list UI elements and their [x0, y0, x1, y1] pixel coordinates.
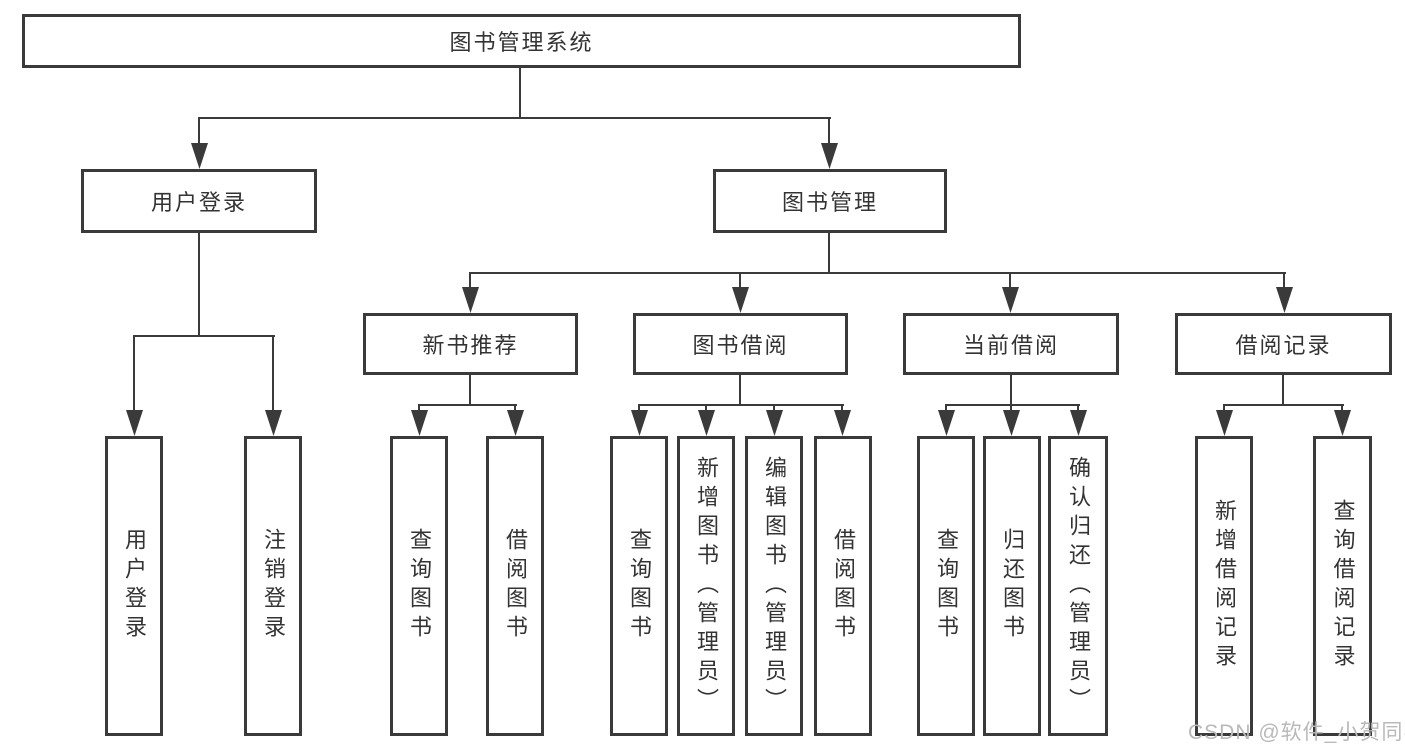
- connector-line: [1223, 404, 1344, 406]
- node-current-borrow: 当前借阅: [903, 313, 1119, 375]
- node-label: 当前借阅: [962, 333, 1059, 358]
- node-label: 查询图书: [407, 528, 432, 644]
- node-leaf-query-books: 查询图书: [917, 436, 975, 736]
- arrow-down-icon: [411, 410, 428, 436]
- node-leaf-confirm-return-admin: 确认归还（管理员）: [1048, 436, 1108, 736]
- connector-line: [773, 404, 775, 414]
- connector-line: [1282, 374, 1284, 405]
- node-leaf-query-borrow-record: 查询借阅记录: [1313, 436, 1372, 736]
- arrow-down-icon: [126, 410, 143, 436]
- node-label: 图书管理: [781, 190, 878, 215]
- arrow-down-icon: [462, 287, 479, 313]
- node-label: 查询借阅记录: [1330, 499, 1356, 673]
- connector-line: [638, 404, 640, 414]
- connector-line: [133, 336, 135, 412]
- connector-line: [198, 117, 831, 119]
- arrow-down-icon: [834, 410, 851, 436]
- node-label: 注销登录: [261, 528, 286, 644]
- connector-line: [469, 374, 471, 405]
- node-label: 借阅图书: [831, 528, 856, 644]
- node-leaf-query-books: 查询图书: [390, 436, 448, 736]
- arrow-down-icon: [698, 410, 715, 436]
- node-label: 图书管理系统: [449, 30, 594, 55]
- node-borrow-record: 借阅记录: [1175, 313, 1392, 375]
- connector-line: [469, 273, 471, 289]
- arrow-down-icon: [631, 410, 648, 436]
- connector-line: [828, 118, 830, 145]
- connector-line: [198, 233, 200, 336]
- node-leaf-add-borrow-record: 新增借阅记录: [1195, 436, 1253, 736]
- arrow-down-icon: [1276, 287, 1293, 313]
- node-label: 编辑图书（管理员）: [762, 455, 787, 717]
- connector-line: [469, 272, 1286, 274]
- connector-line: [1283, 273, 1285, 289]
- arrow-down-icon: [1334, 410, 1351, 436]
- node-label: 借阅图书: [503, 528, 528, 644]
- arrow-down-icon: [265, 410, 282, 436]
- node-leaf-return-books: 归还图书: [983, 436, 1041, 736]
- arrow-down-icon: [1002, 287, 1019, 313]
- connector-line: [1341, 404, 1343, 414]
- node-new-book-recommend: 新书推荐: [363, 313, 578, 375]
- connector-line: [705, 404, 707, 414]
- node-leaf-user-login: 用户登录: [105, 436, 163, 736]
- connector-line: [739, 374, 741, 405]
- connector-line: [1009, 273, 1011, 289]
- node-leaf-query-books: 查询图书: [610, 436, 668, 736]
- node-user-login: 用户登录: [81, 169, 317, 233]
- node-library-management-system: 图书管理系统: [22, 14, 1021, 68]
- node-label: 查询图书: [627, 528, 652, 644]
- node-leaf-logout: 注销登录: [244, 436, 302, 736]
- arrow-down-icon: [821, 143, 838, 169]
- node-label: 借阅记录: [1235, 333, 1332, 358]
- connector-line: [1077, 404, 1079, 414]
- arrow-down-icon: [938, 410, 955, 436]
- node-label: 新书推荐: [422, 333, 519, 358]
- connector-line: [519, 68, 521, 118]
- node-label: 查询图书: [934, 528, 959, 644]
- connector-line: [198, 118, 200, 145]
- arrow-down-icon: [1070, 410, 1087, 436]
- arrow-down-icon: [1216, 410, 1233, 436]
- connector-line: [638, 404, 844, 406]
- connector-line: [945, 404, 947, 414]
- arrow-down-icon: [1003, 410, 1020, 436]
- node-label: 用户登录: [150, 190, 247, 215]
- node-label: 新增借阅记录: [1212, 499, 1237, 673]
- node-book-management: 图书管理: [713, 169, 947, 233]
- node-label: 新增图书（管理员）: [694, 455, 719, 717]
- arrow-down-icon: [766, 410, 783, 436]
- node-leaf-borrow-books: 借阅图书: [486, 436, 544, 736]
- node-leaf-edit-books-admin: 编辑图书（管理员）: [745, 436, 803, 736]
- node-label: 归还图书: [1000, 528, 1025, 644]
- connector-line: [945, 404, 1080, 406]
- connector-line: [828, 233, 830, 274]
- node-book-borrow: 图书借阅: [633, 313, 848, 375]
- connector-line: [1010, 404, 1012, 414]
- connector-line: [841, 404, 843, 414]
- node-label: 确认归还（管理员）: [1066, 455, 1091, 717]
- connector-line: [1223, 404, 1225, 414]
- connector-line: [1010, 374, 1012, 405]
- connector-line: [418, 404, 517, 406]
- node-label: 用户登录: [122, 528, 147, 644]
- connector-line: [514, 404, 516, 414]
- node-label: 图书借阅: [692, 333, 789, 358]
- node-leaf-add-books-admin: 新增图书（管理员）: [677, 436, 735, 736]
- connector-line: [133, 335, 275, 337]
- arrow-down-icon: [191, 143, 208, 169]
- arrow-down-icon: [732, 287, 749, 313]
- arrow-down-icon: [507, 410, 524, 436]
- connector-line: [272, 336, 274, 412]
- connector-line: [739, 273, 741, 289]
- node-leaf-borrow-books: 借阅图书: [814, 436, 872, 736]
- connector-line: [418, 404, 420, 414]
- csdn-watermark: CSDN @软件_小贺同学: [1188, 721, 1405, 744]
